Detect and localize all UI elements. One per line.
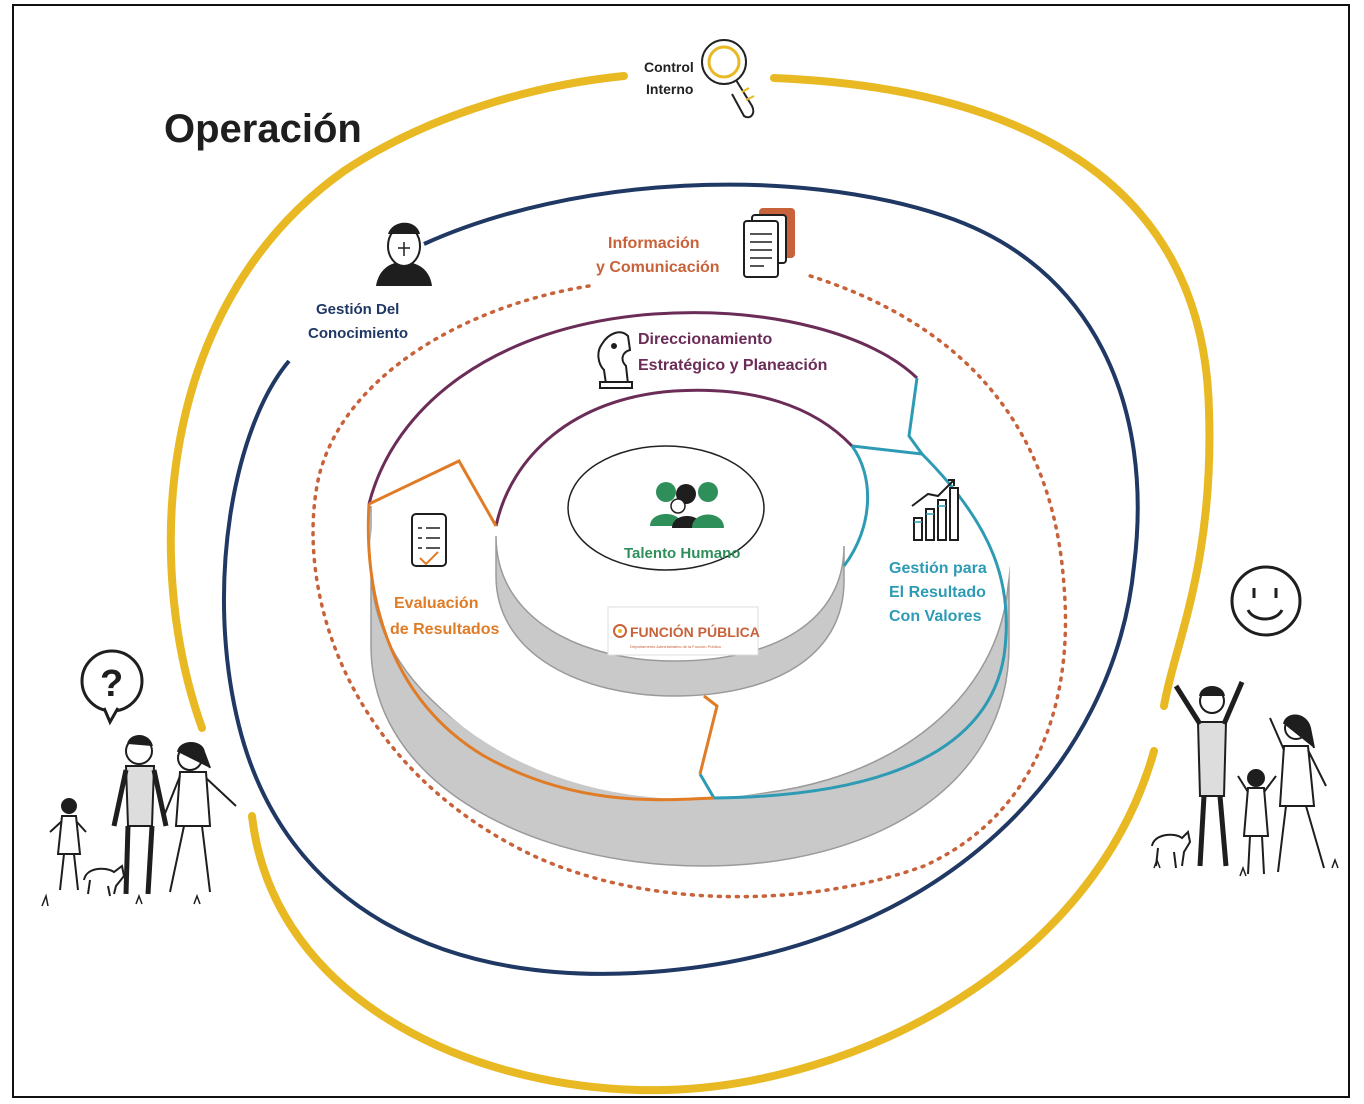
gestion-resultado-segment — [698, 377, 1008, 800]
diagram-frame: Operación Control Interno Gestión Del Co… — [12, 4, 1350, 1098]
family-right-illustration — [1151, 681, 1327, 875]
gestion-conocimiento-label-2: Conocimiento — [308, 325, 408, 342]
direccionamiento-label-1: Direccionamiento — [638, 331, 772, 348]
evaluacion-label-2: de Resultados — [390, 621, 499, 638]
informacion-label-1: Información — [608, 235, 700, 252]
gestion-conocimiento-label-1: Gestión Del — [316, 301, 399, 318]
page-title: Operación — [164, 107, 362, 151]
magnifier-hand-icon — [701, 39, 755, 119]
talento-humano-core — [567, 445, 765, 571]
gestion-resultado-label-1: Gestión para — [889, 560, 987, 577]
question-mark: ? — [100, 663, 123, 705]
direccionamiento-label-2: Estratégico y Planeación — [638, 357, 827, 374]
people-group-icon — [650, 482, 724, 528]
gestion-resultado-label-3: Con Valores — [889, 608, 982, 625]
control-interno-label-2: Interno — [646, 81, 693, 97]
informacion-ring — [311, 272, 1068, 899]
chess-knight-icon — [597, 331, 633, 389]
evaluacion-segment — [366, 459, 719, 802]
bar-chart-icon — [911, 479, 959, 541]
control-interno-ring — [166, 72, 1214, 1095]
logo-name: FUNCIÓN PÚBLICA — [630, 623, 760, 640]
smiley-icon — [1230, 565, 1302, 637]
funcion-publica-logo: FUNCIÓN PÚBLICA Departamento Administrat… — [607, 606, 760, 656]
person-icon — [376, 222, 432, 286]
grass-decoration — [41, 857, 1339, 907]
logo-subtitle: Departamento Administrativo de la Funció… — [630, 644, 721, 649]
direccionamiento-segment — [367, 311, 919, 527]
family-left-illustration — [49, 735, 237, 897]
documents-icon — [743, 208, 795, 278]
operacion-diagram: Operación Control Interno Gestión Del Co… — [41, 39, 1339, 1095]
talento-humano-label: Talento Humano — [624, 545, 740, 562]
gestion-conocimiento-ring — [221, 182, 1140, 976]
gestion-resultado-label-2: El Resultado — [889, 584, 986, 601]
control-interno-label-1: Control — [644, 59, 694, 75]
checklist-icon — [411, 513, 447, 567]
question-bubble-icon: ? — [80, 649, 144, 726]
informacion-label-2: y Comunicación — [596, 259, 720, 276]
evaluacion-label-1: Evaluación — [394, 595, 478, 612]
